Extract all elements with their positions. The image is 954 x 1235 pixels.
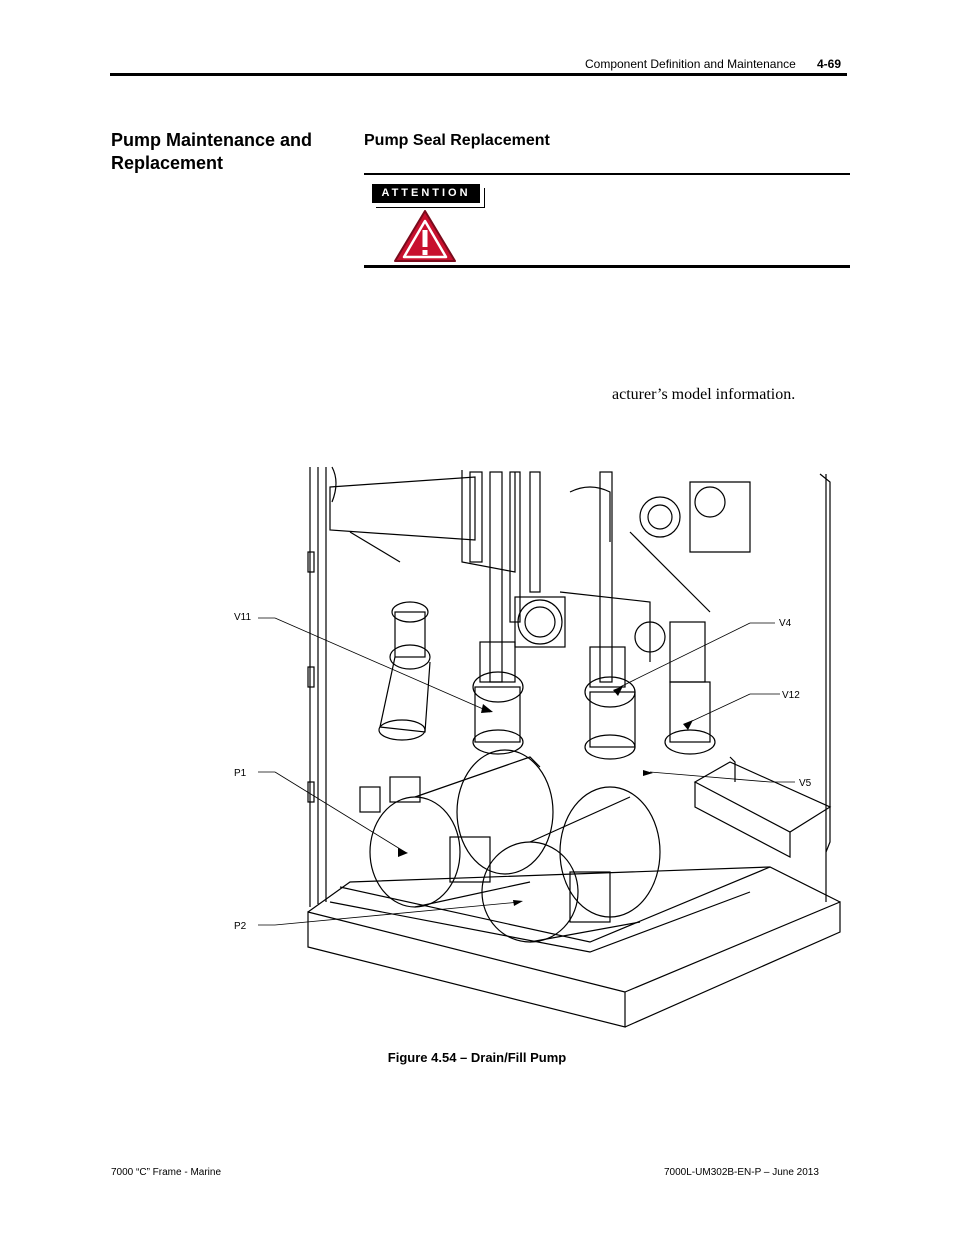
running-header: Component Definition and Maintenance: [585, 57, 796, 71]
label-p1: P1: [234, 768, 247, 779]
section-title: Pump Maintenance and Replacement: [111, 130, 313, 173]
attention-bottom-rule: [364, 265, 850, 268]
label-p2: P2: [234, 921, 247, 932]
drain-fill-pump-figure: V11 V4 V12 P1 V5 P2: [234, 466, 841, 1028]
label-v5: V5: [799, 778, 812, 789]
label-v4: V4: [779, 618, 792, 629]
body-text-fragment: acturer’s model information.: [612, 386, 796, 403]
header-rule: [110, 73, 847, 76]
label-v11: V11: [234, 612, 251, 623]
footer-right: 7000L-UM302B-EN-P – June 2013: [664, 1167, 819, 1178]
footer-left: 7000 “C” Frame - Marine: [111, 1167, 222, 1178]
label-v12: V12: [782, 690, 800, 701]
attention-top-rule: [364, 173, 850, 175]
figure-caption: Figure 4.54 – Drain/Fill Pump: [387, 1050, 567, 1065]
attention-label: ATTENTION: [372, 184, 480, 203]
warning-triangle-icon: [394, 210, 456, 262]
attention-label-shadow: [376, 188, 485, 208]
page-number: 4-69: [817, 57, 842, 71]
subsection-title: Pump Seal Replacement: [364, 132, 550, 149]
